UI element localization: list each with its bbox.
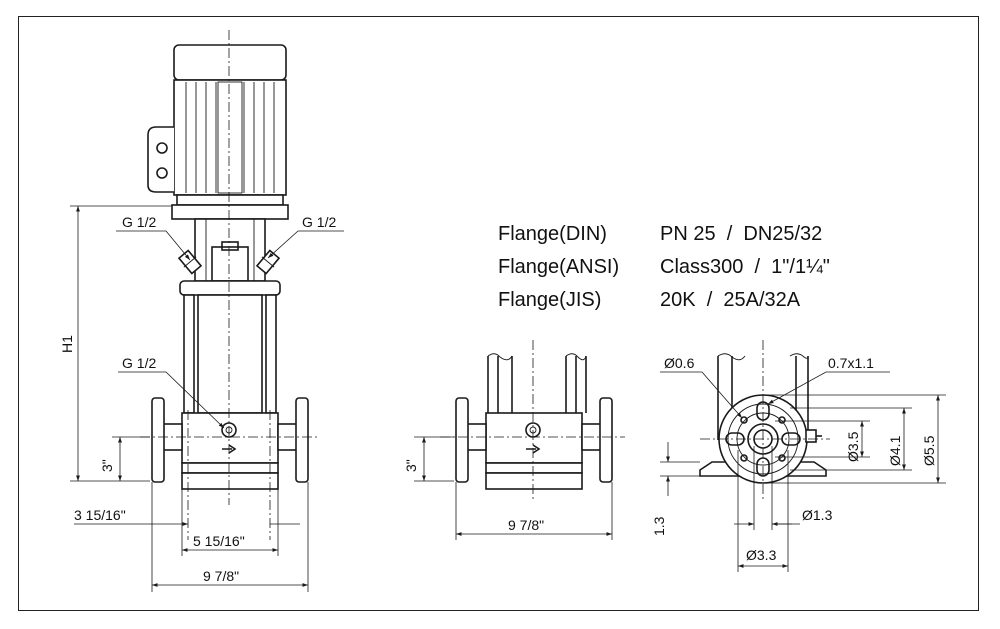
spec-label: Flange(DIN) — [498, 223, 607, 245]
left-dimensions — [70, 205, 344, 592]
label-g-lower: G 1/2 — [122, 355, 156, 371]
pump-sleeve — [197, 294, 263, 414]
side-bolt-icon — [805, 429, 817, 443]
label-flange-outer: Ø5.5 — [921, 435, 937, 466]
motor-flange — [171, 204, 289, 220]
tie-rod — [183, 294, 195, 414]
flow-arrow-icon — [222, 444, 237, 454]
label-slot: 0.7x1.1 — [828, 355, 874, 371]
spec-label: Flange(JIS) — [498, 289, 601, 311]
spec-value: 20K / 25A/32A — [660, 289, 801, 311]
label-left-base-span: 5 15/16" — [193, 533, 245, 549]
vent-plug-right-icon — [255, 249, 281, 275]
label-mid-flange-span: 9 7/8" — [508, 517, 544, 533]
label-g-right: G 1/2 — [302, 214, 336, 230]
label-bolt-circle-2: Ø4.1 — [887, 435, 903, 466]
spec-label: Flange(ANSI) — [498, 256, 619, 278]
label-bore: Ø1.3 — [802, 507, 833, 523]
label-raised-face: Ø3.3 — [746, 547, 777, 563]
drain-plug-icon — [221, 422, 237, 438]
motor-body — [173, 79, 287, 196]
terminal-gland-icon — [156, 142, 168, 154]
label-h1: H1 — [59, 335, 75, 353]
tie-rod — [265, 294, 277, 414]
pump-base-foot — [181, 472, 279, 490]
label-left-inlet-height: 3" — [99, 459, 115, 472]
vent-plug-left-icon — [177, 249, 203, 275]
label-base-height: 1.3 — [651, 516, 667, 536]
label-bolt-circle-1: Ø3.5 — [845, 431, 861, 462]
terminal-box — [147, 126, 174, 193]
terminal-gland-icon — [156, 167, 168, 179]
pump-head — [179, 280, 281, 296]
inlet-flange — [151, 397, 165, 483]
spec-value: Class300 / 1"/1¼" — [660, 256, 830, 278]
outlet-flange — [599, 397, 613, 483]
label-g-left: G 1/2 — [122, 214, 156, 230]
label-hole-dia: Ø0.6 — [664, 355, 695, 371]
flow-arrow-icon — [526, 444, 541, 454]
motor-cooling-fins — [185, 82, 275, 193]
inlet-flange — [455, 397, 469, 483]
pump-base-chamber — [181, 412, 279, 464]
flange-side-view — [660, 340, 946, 572]
spec-value: PN 25 / DN25/32 — [660, 223, 822, 245]
outlet-flange — [295, 397, 309, 483]
motor-top-cap — [173, 44, 287, 81]
drawing-frame — [18, 16, 979, 611]
pump-base-view — [414, 340, 625, 540]
label-mid-inlet-height: 3" — [403, 459, 419, 472]
label-left-flange-span: 9 7/8" — [203, 568, 239, 584]
spec-table: Flange(DIN) PN 25 / DN25/32 Flange(ANSI)… — [498, 223, 830, 311]
dimension-labels: G 1/2 G 1/2 G 1/2 H1 3" 3 15/16" 5 15/16… — [59, 214, 937, 584]
pump-front-view — [140, 30, 318, 540]
label-left-offset: 3 15/16" — [74, 507, 126, 523]
